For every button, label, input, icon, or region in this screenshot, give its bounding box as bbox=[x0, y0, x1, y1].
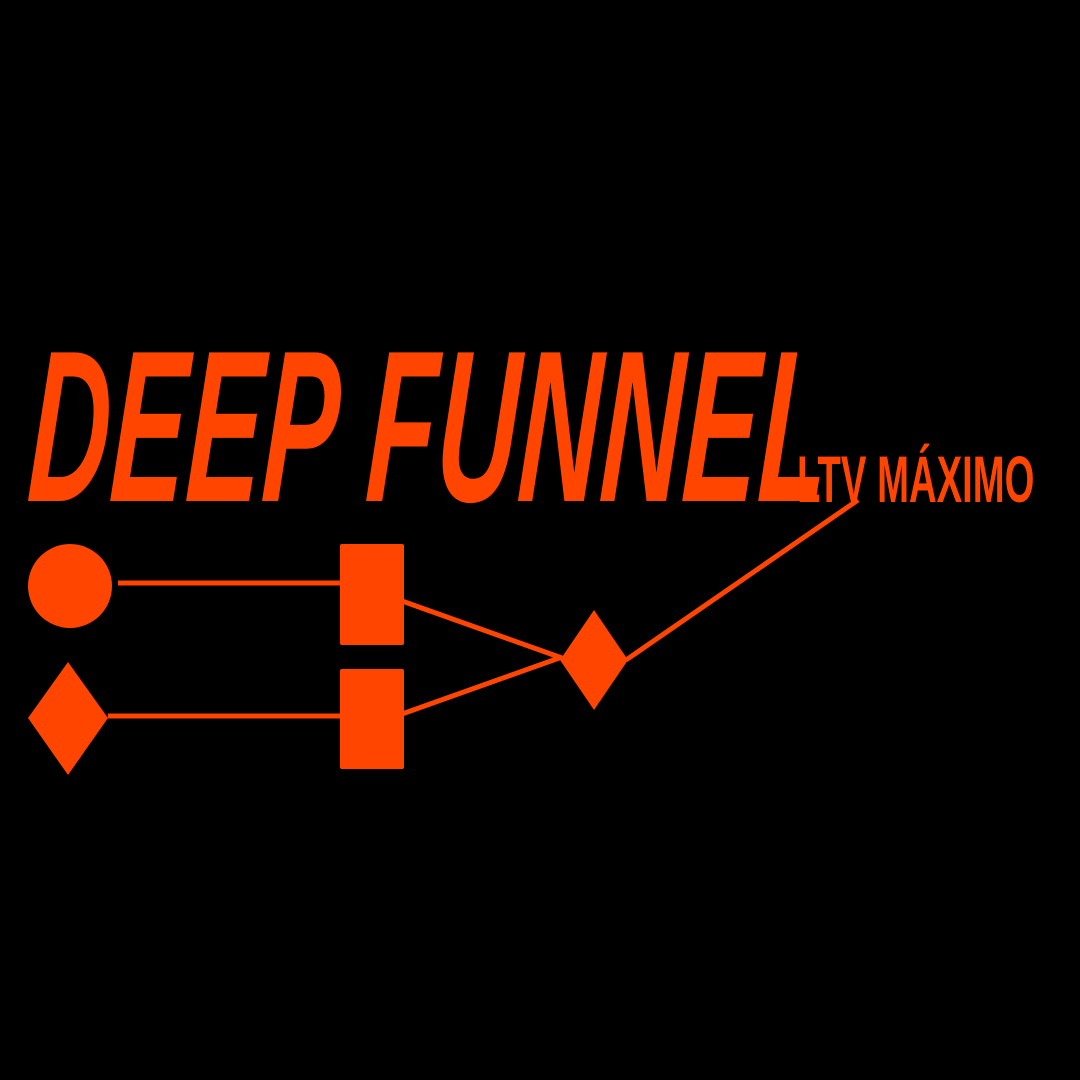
node-input-2-diamond bbox=[28, 662, 108, 775]
node-stage-1-rect bbox=[340, 544, 404, 645]
edge-merge-subtitle bbox=[624, 497, 860, 663]
edge-stage1-merge bbox=[401, 598, 563, 661]
node-input-1-circle bbox=[28, 544, 112, 628]
diagram-edges bbox=[108, 497, 860, 719]
node-merge-diamond bbox=[560, 610, 628, 710]
diagram-nodes bbox=[28, 544, 628, 775]
edge-stage2-merge bbox=[401, 654, 563, 717]
subtitle-ltv-maximo: LTV MÁXIMO bbox=[797, 442, 1035, 516]
node-stage-2-rect bbox=[340, 669, 404, 769]
